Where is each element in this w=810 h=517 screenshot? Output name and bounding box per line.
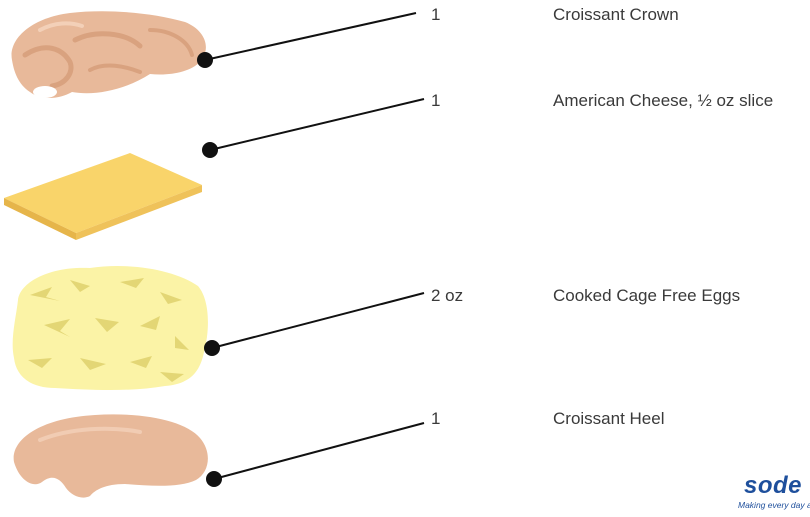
cheese-slice-icon [4, 153, 202, 240]
item-quantity: 2 oz [431, 286, 463, 306]
item-quantity: 1 [431, 409, 440, 429]
croissant-heel-icon [14, 414, 208, 497]
item-quantity: 1 [431, 91, 440, 111]
item-name: American Cheese, ½ oz slice [553, 91, 773, 111]
callout-dot [202, 142, 218, 158]
brand-logo: sode Making every day a bet [738, 470, 810, 517]
callout-eggs [204, 293, 424, 356]
item-quantity: 1 [431, 5, 440, 25]
callout-crown [197, 13, 416, 68]
callout-dot [197, 52, 213, 68]
brand-wordmark: sode [744, 472, 802, 500]
callout-dot [206, 471, 222, 487]
scrambled-eggs-icon [13, 266, 208, 390]
callout-cheese [202, 99, 424, 158]
brand-tagline: Making every day a bet [738, 500, 810, 510]
item-name: Croissant Heel [553, 409, 665, 429]
callout-dot [204, 340, 220, 356]
callout-heel [206, 423, 424, 487]
item-name: Cooked Cage Free Eggs [553, 286, 740, 306]
croissant-crown-icon [12, 11, 206, 98]
item-name: Croissant Crown [553, 5, 679, 25]
